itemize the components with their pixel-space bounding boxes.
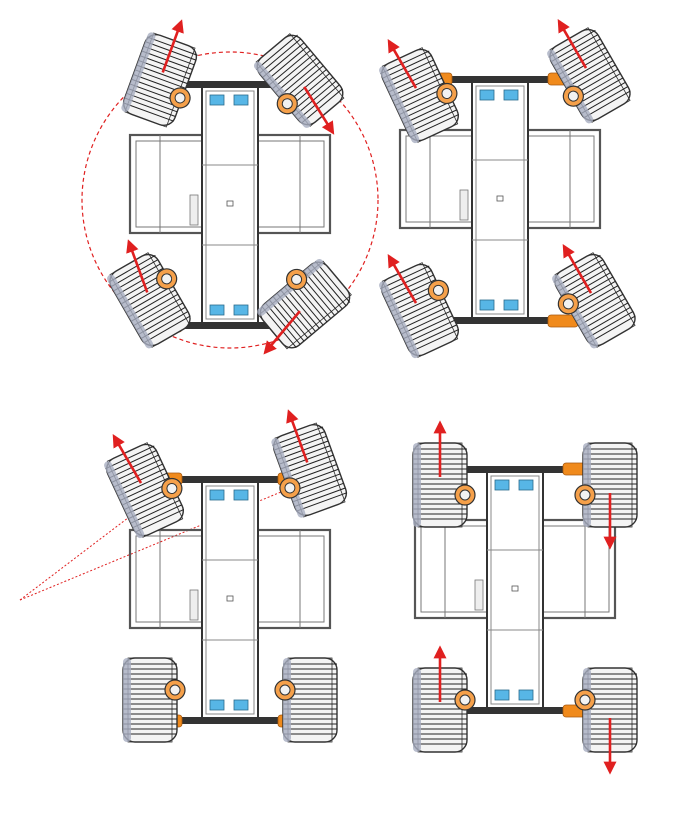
turn-center-line-right bbox=[19, 479, 311, 601]
wheel-front-left bbox=[412, 442, 476, 528]
wheel-icon bbox=[122, 657, 178, 743]
hub-icon bbox=[454, 484, 476, 506]
motion-arrow-rear-left bbox=[387, 254, 418, 304]
wheel-icon bbox=[104, 249, 196, 351]
motion-arrow-rear-left bbox=[126, 239, 149, 293]
panel-3 bbox=[19, 409, 351, 743]
wheel-rear-left bbox=[377, 259, 463, 361]
hub-icon bbox=[574, 484, 596, 506]
wheel-icon bbox=[269, 420, 351, 520]
motion-arrow-front-right bbox=[557, 19, 588, 69]
panel-1 bbox=[81, 19, 379, 355]
wheel-rear-left bbox=[412, 667, 476, 753]
wheel-icon bbox=[119, 30, 201, 130]
motion-arrow-front-left bbox=[112, 434, 143, 484]
wheel-front-right bbox=[574, 442, 638, 528]
hub-icon bbox=[164, 679, 186, 701]
wheel-rear-left bbox=[104, 249, 196, 351]
motion-arrow-front-right bbox=[286, 409, 309, 463]
hub-icon bbox=[454, 689, 476, 711]
wheel-icon bbox=[544, 24, 636, 126]
motion-arrow-front-left bbox=[387, 39, 418, 89]
turn-center-line-left bbox=[19, 504, 146, 601]
motion-arrow-rear-right bbox=[263, 310, 301, 355]
wheel-front-right bbox=[269, 420, 351, 520]
hub-icon bbox=[274, 679, 296, 701]
wheel-front-left bbox=[102, 439, 188, 541]
wheel-icon bbox=[282, 657, 338, 743]
hub-icon bbox=[574, 689, 596, 711]
panel-4 bbox=[412, 420, 638, 775]
motion-arrow-rear-right bbox=[562, 244, 593, 294]
wheel-icon bbox=[377, 259, 463, 361]
wheel-icon bbox=[254, 256, 356, 354]
panel-2 bbox=[377, 19, 641, 361]
wheel-rear-right bbox=[574, 667, 638, 753]
wheel-rear-right bbox=[274, 657, 338, 743]
wheel-rear-left bbox=[122, 657, 186, 743]
wheel-rear-right bbox=[254, 256, 356, 354]
turn-circle bbox=[81, 51, 379, 349]
motion-arrow-front-right bbox=[303, 86, 335, 135]
wheel-icon bbox=[251, 29, 349, 131]
wheel-rear-right bbox=[549, 249, 641, 351]
motion-arrow-front-left bbox=[161, 19, 184, 73]
